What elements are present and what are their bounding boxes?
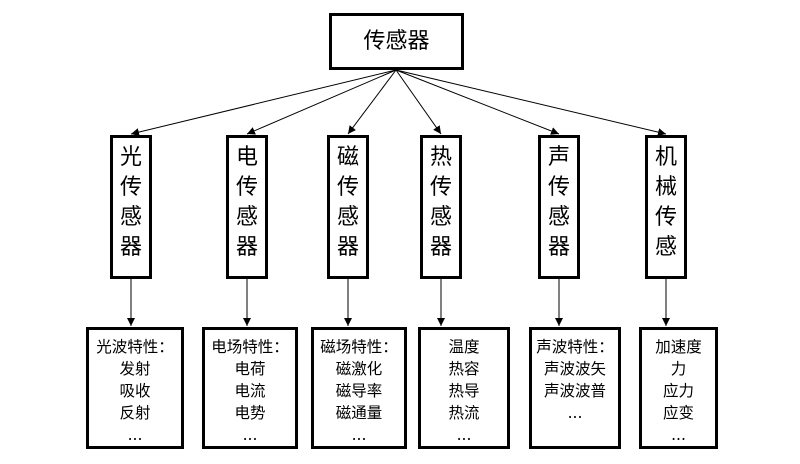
detail-line: 吸收 [119, 382, 151, 400]
category-node-mechanical: 机 械 传 感 [645, 135, 687, 279]
detail-node-thermal: 温度 热容 热导 热流 ... [418, 327, 510, 449]
category-node-acoustic: 声 传 感 器 [538, 135, 580, 279]
detail-node-electric: 电场特性： 电荷 电流 电势 ... [202, 327, 298, 449]
detail-line: 热容 [448, 360, 480, 378]
detail-line: 磁通量 [335, 404, 383, 422]
detail-line: 应变 [662, 404, 694, 422]
detail-line: ... [242, 426, 258, 444]
detail-line: 电势 [234, 404, 266, 422]
detail-line: 温度 [448, 338, 480, 356]
detail-line: ... [127, 426, 143, 444]
category-node-magnetic: 磁 传 感 器 [327, 135, 369, 279]
detail-line: 力 [670, 360, 687, 378]
arrow-root-to-electric [246, 69, 397, 135]
detail-node-mechanical: 加速度 力 应力 应变 ... [639, 327, 718, 449]
detail-line: 声波波矢 [543, 360, 606, 378]
detail-line: 电场特性： [211, 338, 289, 356]
detail-line: 磁激化 [335, 360, 383, 378]
category-node-electric: 电 传 感 器 [226, 135, 268, 279]
detail-line: 应力 [662, 382, 694, 400]
detail-line: 磁导率 [335, 382, 383, 400]
arrow-root-to-acoustic [395, 69, 560, 135]
detail-node-acoustic: 声波特性： 声波波矢 声波波普 ... [529, 327, 621, 449]
detail-line: 热导 [448, 382, 480, 400]
detail-line: 电荷 [234, 360, 266, 378]
detail-line: 磁场特性： [320, 338, 398, 356]
detail-line: 声波波普 [543, 382, 606, 400]
detail-line: ... [671, 426, 686, 444]
detail-line: 热流 [448, 404, 480, 422]
detail-line: 加速度 [655, 338, 702, 356]
detail-line: 光波特性： [96, 338, 174, 356]
detail-line: ... [567, 404, 583, 422]
arrow-root-to-mechanical [395, 69, 667, 137]
arrow-root-to-thermal [395, 69, 442, 135]
category-node-light: 光 传 感 器 [110, 135, 152, 279]
detail-node-light: 光波特性： 发射 吸收 反射 ... [86, 327, 184, 449]
arrow-root-to-light [130, 69, 397, 137]
detail-line: 声波特性： [536, 338, 614, 356]
arrow-root-to-magnetic [347, 69, 397, 135]
detail-line: 反射 [119, 404, 151, 422]
detail-line: ... [351, 426, 367, 444]
category-node-thermal: 热 传 感 器 [420, 135, 462, 279]
detail-line: ... [456, 426, 472, 444]
root-node: 传感器 [329, 13, 464, 70]
detail-node-magnetic: 磁场特性： 磁激化 磁导率 磁通量 ... [311, 327, 407, 449]
detail-line: 电流 [234, 382, 266, 400]
detail-line: 发射 [119, 360, 151, 378]
